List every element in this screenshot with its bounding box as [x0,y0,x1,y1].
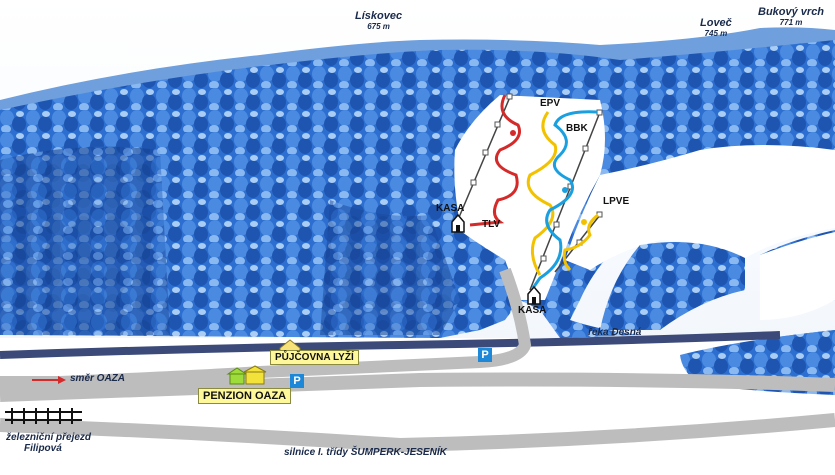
piste-yellow [526,111,558,276]
parking-sign-upper: P [478,348,492,362]
ticket-office-upper-icon [451,213,465,233]
meadow-right-corner [760,232,835,320]
piste-red [469,94,521,227]
ski-rental-label: PŮJČOVNA LYŽÍ [270,350,359,365]
ticket-office-lower-label: KASA [518,305,547,316]
railway-crossing-line1: železniční přejezd [6,432,92,443]
direction-label: směr OAZA [70,373,126,384]
forest-right-lower [600,241,745,330]
piste-yellow-lpve [562,213,599,272]
hotel-label: PENZION OAZA [198,388,292,404]
peak-lovec-elevation: 745 m [704,29,728,38]
piste-blue-marker [562,187,568,193]
lift-line-tlv [456,96,511,223]
parking-sign-lower: P [290,374,304,388]
piste-yellow-marker [581,219,587,225]
peak-bukovy-vrch-name: Bukový vrch [758,6,825,18]
forest-shade-left [0,146,170,335]
lift-label-lpve: LPVE [603,196,630,207]
lift-pylons [470,93,603,262]
lift-label-bbk: BBK [566,123,588,134]
river-label: řeka Desná [588,327,642,338]
ticket-office-lower-icon [527,285,541,305]
direction-arrow-icon [32,376,66,384]
meadow-right [565,145,835,270]
river-desna [0,331,781,359]
peak-bukovy-vrch-elevation: 771 m [779,18,803,27]
piste-red-marker [510,130,516,136]
hotel-building-icon [226,365,267,385]
local-road [0,372,835,402]
peak-liskovec-elevation: 675 m [367,22,390,31]
lift-label-tlv: TLV [482,219,501,230]
main-road [0,413,835,453]
peak-liskovec: Lískovec 675 m [355,10,402,31]
forest-main [0,40,835,338]
railway-crossing-line2: Filipová [24,443,62,454]
peak-lovec: Loveč 745 m [700,17,732,38]
main-road-label: silnice I. třídy ŠUMPERK-JESENÍK [284,447,447,458]
piste-blue [531,110,598,289]
forest-shade-center [320,200,460,335]
peak-lovec-name: Loveč [700,17,732,29]
ticket-office-upper-label: KASA [436,203,465,214]
railway-crossing-label: železniční přejezd Filipová [6,432,91,454]
lift-label-epv: EPV [540,98,561,109]
railway [5,408,82,424]
peak-bukovy-vrch: Bukový vrch 771 m [758,6,824,27]
peak-liskovec-name: Lískovec [355,10,403,22]
